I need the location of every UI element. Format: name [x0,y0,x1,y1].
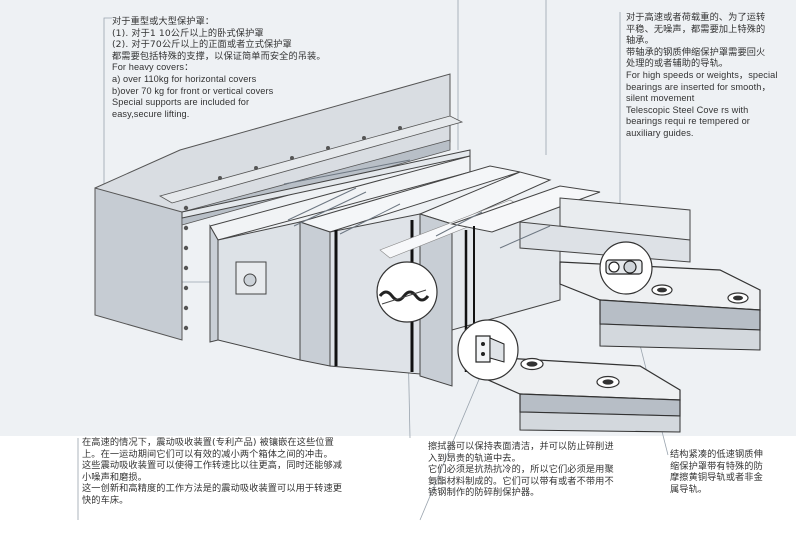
note-wiper-line: 它们必须是抗热抗冷的，所以它们必须是用聚 [428,464,614,476]
note-heavy-line: 都需要包括特殊的支撑，以保证简单而安全的吊装。 [112,50,326,62]
note-heavy-line: 对于重型或大型保护罩： [112,16,215,27]
note-compact-line: 缩保护罩带有特殊的防 [670,460,763,472]
note-wiper: 擦拭器可以保持表面清洁，并可以防止碎削进 入到昂贵的轨道中去。 它们必须是抗热抗… [428,441,614,499]
lifting-bolt [243,273,257,287]
note-heavy-covers: 对于重型或大型保护罩： (1). 对于1 10公斤以上的卧式保护罩 (2). 对… [112,16,326,120]
cover-box-2 [298,165,521,375]
note-speed-line: 带轴承的钢质伸缩保护罩需要回火 [626,46,766,58]
note-heavy-line: (2). 对于70公斤以上的正面或者立式保护罩 [112,39,292,51]
note-heavy-line: For heavy covers： [112,62,194,73]
bearing-detail-circle [599,241,653,295]
note-compact-line: 结构紧凑的低速钢质伸 [670,449,763,460]
reflection-marks [283,159,551,249]
note-heavy-line: (1). 对于1 10公斤以上的卧式保护罩 [112,27,264,39]
note-speed-line: bearings are inserted for smooth， [626,81,771,92]
note-compact-line: 摩擦黄铜导轨或者非金 [670,472,763,484]
note-damping-line: 快的车床。 [82,494,129,506]
note-damping: 在高速的情况下，震动吸收装置(专利产品) 被镶嵌在这些位置 上。在一运动期间它们… [82,437,342,507]
note-speed-line: auxiliary guides. [626,127,694,138]
note-damping-line: 这些震动吸收装置可以使得工作转速比以往更高，同时还能够减 [82,460,343,472]
leader-wiper [419,357,489,521]
cover-box-4 [450,185,691,372]
note-speed-line: For high speeds or weights，special [626,69,778,80]
note-heavy-line: Special supports are included for [112,97,250,108]
note-speed-line: Telescopic Steel Cove rs with [626,104,749,115]
note-wiper-line: 锈钢制作的防碎削保护器。 [428,487,540,499]
wiper-detail-circle [457,319,519,381]
note-damping-line: 在高速的情况下，震动吸收装置(专利产品) 被镶嵌在这些位置 [82,437,334,448]
note-compact: 结构紧凑的低速钢质伸 缩保护罩带有特殊的防 摩擦黄铜导轨或者非金 属导轨。 [670,449,763,495]
note-wiper-line: 氨酯材料制成的。它们可以带有或者不带用不 [428,475,614,487]
note-speed-line: 对于高速或者荷载重的、为了运转 [626,12,766,23]
note-heavy-line: b)over 70 kg for front or vertical cover… [112,85,274,96]
note-speed-line: 平稳、无噪声，都需要加上特殊的 [626,23,766,35]
note-wiper-line: 入到昂贵的轨道中去。 [428,452,521,464]
guide-rail-upper [559,261,761,351]
guide-rail-lower [469,355,681,433]
note-speed-line: 轴承。 [626,35,654,47]
note-speed-line: bearings requi re tempered or [626,116,750,127]
note-speed-line: 处理的或者辅助的导轨。 [626,58,729,70]
note-heavy-line: easy,secure lifting. [112,108,190,119]
note-heavy-line: a) over 110kg for horizontal covers [112,73,257,84]
note-damping-line: 上。在一运动期间它们可以有效的减小两个箱体之间的冲击。 [82,448,333,460]
note-wiper-line: 擦拭器可以保持表面清洁，并可以防止碎削进 [428,441,614,452]
note-compact-line: 属导轨。 [670,483,708,495]
damping-detail-circle [376,261,438,323]
note-damping-line: 小噪声和磨损。 [82,471,148,483]
note-speed-line: silent movement [626,93,695,104]
note-high-speed: 对于高速或者荷载重的、为了运转 平稳、无噪声，都需要加上特殊的 轴承。 带轴承的… [626,12,778,140]
note-damping-line: 这一创新和高精度的工作方法是的震动吸收装置可以用于转速更 [82,483,343,495]
